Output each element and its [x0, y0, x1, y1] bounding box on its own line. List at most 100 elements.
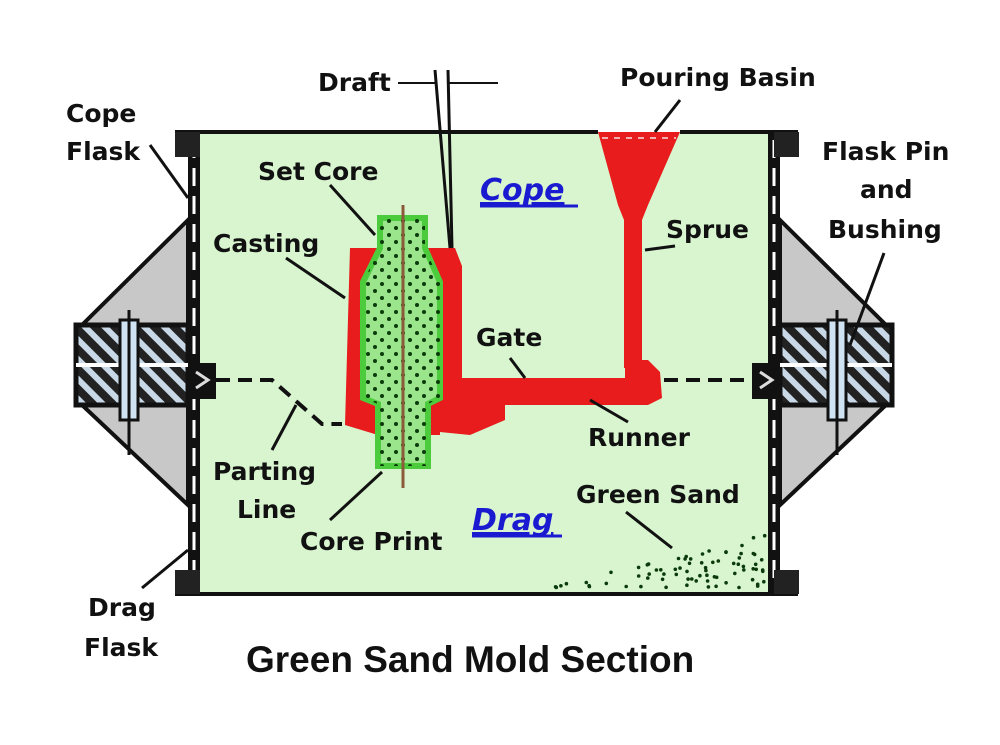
sand-grain: [686, 577, 690, 581]
sand-grain: [762, 533, 767, 538]
label-core-print: Core Print: [300, 527, 443, 556]
label-sprue: Sprue: [666, 215, 749, 244]
sand-grain: [731, 561, 736, 566]
label-pouring-basin: Pouring Basin: [620, 63, 816, 92]
sand-grain: [609, 570, 613, 575]
sand-grain: [705, 579, 710, 583]
sand-grain: [636, 565, 641, 570]
sand-grain: [753, 562, 758, 567]
sand-grain: [704, 568, 708, 573]
sand-grain: [712, 575, 717, 579]
sand-grain: [688, 557, 693, 561]
leader-drag-flask: [141, 548, 189, 590]
sand-grain: [687, 561, 692, 566]
sand-grain: [564, 581, 569, 586]
cope-drag-flask-right: [752, 132, 895, 594]
sand-grain: [762, 579, 766, 584]
draft-indicator: [398, 69, 498, 249]
sand-grain: [659, 568, 663, 572]
leader-cope-flask: [148, 144, 190, 199]
label-drag-flask-2: Flask: [84, 633, 159, 662]
sand-grain: [604, 581, 609, 586]
sand-grain: [742, 568, 746, 572]
sand-grain: [685, 583, 689, 587]
sand-grain: [751, 535, 756, 540]
leader-gate: [508, 357, 527, 379]
region-label-drag: Drag: [472, 503, 553, 538]
sand-grain: [690, 577, 694, 581]
label-draft: Draft: [318, 68, 391, 97]
mold-sand-body: [198, 133, 778, 593]
label-drag-flask-1: Drag: [88, 593, 156, 622]
sprue: [598, 132, 680, 368]
leader-casting: [285, 256, 346, 300]
sand-grain: [700, 552, 705, 556]
leader-sprue: [644, 244, 676, 252]
leader-core-print: [328, 470, 384, 522]
sand-grain: [754, 567, 758, 572]
label-cope-flask-1: Cope: [66, 99, 136, 128]
sand-grain: [750, 577, 755, 582]
sand-grain: [660, 577, 665, 582]
sand-grain: [664, 585, 668, 590]
sand-grain: [703, 565, 708, 570]
label-flask-pin-3: Bushing: [828, 215, 942, 244]
sand-grain: [554, 585, 559, 590]
runner: [462, 360, 662, 405]
cope-drag-flask-left: [73, 132, 216, 594]
leader-runner: [589, 398, 629, 424]
sand-grain: [737, 556, 742, 560]
sand-grain: [707, 549, 711, 553]
leader-set-core: [328, 183, 377, 237]
sand-grain: [559, 584, 563, 588]
label-runner: Runner: [588, 423, 691, 452]
label-green-sand: Green Sand: [576, 480, 740, 509]
sand-grain: [751, 567, 755, 571]
sand-grain: [694, 579, 698, 583]
sand-grain: [678, 566, 682, 570]
label-set-core: Set Core: [258, 157, 378, 186]
diagram-title: Green Sand Mold Section: [246, 639, 694, 680]
sand-grain: [587, 584, 592, 589]
sand-grain: [711, 560, 715, 565]
sand-grain: [676, 556, 681, 561]
label-casting: Casting: [213, 229, 319, 258]
sand-grain: [645, 563, 650, 567]
sand-grain: [654, 568, 659, 572]
sand-grain: [699, 561, 704, 565]
sand-grain: [646, 576, 650, 580]
leader-parting-line: [270, 404, 298, 451]
label-parting-line-1: Parting: [213, 457, 316, 486]
sand-grain: [736, 562, 741, 566]
sand-grain: [716, 559, 721, 563]
sand-grain: [761, 569, 765, 574]
sand-grain: [724, 581, 728, 585]
sand-grain: [639, 584, 643, 589]
sand-grain: [724, 550, 728, 555]
sand-grain: [683, 557, 687, 561]
sand-grain: [673, 567, 678, 572]
label-gate: Gate: [476, 323, 542, 352]
label-parting-line-2: Line: [237, 495, 296, 524]
green-sand-dots: [553, 533, 767, 590]
leader-green-sand: [625, 510, 673, 550]
sand-grain: [740, 543, 744, 548]
sand-grain: [662, 572, 666, 576]
sand-grain: [759, 558, 764, 562]
leader-flask-pin: [848, 252, 886, 346]
label-flask-pin-1: Flask Pin: [822, 137, 949, 166]
sand-grain: [751, 551, 756, 556]
label-cope-flask-2: Flask: [66, 137, 141, 166]
sand-grain: [636, 574, 641, 578]
sand-grain: [739, 551, 743, 556]
sand-grain: [737, 585, 741, 590]
parting-line: [216, 378, 342, 426]
sand-grain: [733, 571, 737, 576]
label-flask-pin-2: and: [860, 175, 913, 204]
sand-grain: [685, 569, 689, 574]
sand-grain: [705, 573, 709, 577]
sand-grain: [674, 572, 679, 577]
sand-grain: [755, 582, 760, 587]
sand-grain: [714, 584, 718, 589]
